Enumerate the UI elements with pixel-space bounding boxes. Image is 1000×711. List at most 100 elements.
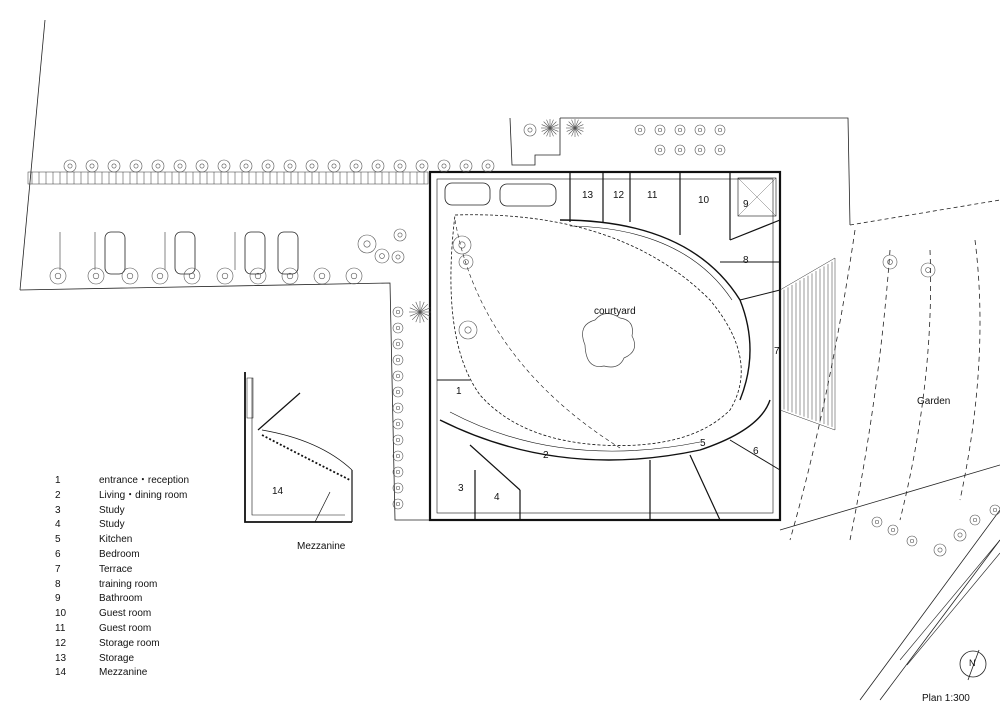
tree-trunk [395, 485, 401, 491]
tree-trunk [397, 163, 403, 169]
parked-cars [104, 182, 557, 275]
tree-trunk [937, 547, 943, 553]
legend-name: Bedroom [99, 548, 140, 560]
tree-symbol [714, 144, 726, 156]
tree-trunk [177, 163, 183, 169]
tree-symbol [566, 119, 584, 137]
tree-trunk [379, 253, 385, 259]
tree-symbol [173, 159, 187, 173]
tree-symbol [392, 418, 404, 430]
tree-symbol [654, 144, 666, 156]
tree-trunk [395, 421, 401, 427]
site-boundary-west [19, 19, 46, 291]
legend-number: 13 [55, 652, 67, 664]
tree-symbol [151, 267, 169, 285]
legend-name: training room [99, 578, 158, 590]
tree-symbol [714, 124, 726, 136]
legend-number: 5 [55, 534, 61, 546]
legend-name: Storage room [99, 637, 160, 649]
tree-trunk [463, 259, 469, 265]
tree-symbol [392, 338, 404, 350]
tree-symbol [882, 254, 898, 270]
courtyard-label: courtyard [594, 306, 636, 317]
tree-symbol [85, 159, 99, 173]
tree-trunk [309, 163, 315, 169]
tree-trunk [464, 326, 472, 334]
tree-symbol [481, 159, 495, 173]
tree-symbol [392, 482, 404, 494]
garden-label: Garden [917, 396, 951, 407]
tree-trunk [126, 272, 134, 280]
tree-trunk [111, 163, 117, 169]
parking-stall-lines [59, 232, 236, 270]
tree-symbol [374, 248, 390, 264]
tree-symbol [313, 267, 331, 285]
tree-symbol [392, 354, 404, 366]
room-number-9: 9 [743, 199, 749, 210]
tree-trunk [155, 163, 161, 169]
legend-number: 2 [55, 489, 61, 501]
tree-symbol [437, 159, 451, 173]
tree-symbol [261, 159, 275, 173]
tree-trunk [992, 507, 998, 513]
legend-number: 8 [55, 578, 61, 590]
tree-trunk [243, 163, 249, 169]
room-number-3: 3 [458, 483, 464, 494]
legend-row: 13 Storage [55, 652, 189, 667]
tree-symbol [129, 159, 143, 173]
tree-symbol [107, 159, 121, 173]
legend-name: Storage [99, 652, 135, 664]
bathroom-tiles [737, 177, 777, 217]
tree-trunk [395, 341, 401, 347]
tree-trunk [717, 127, 723, 133]
legend-name: Mezzanine [99, 667, 148, 679]
terrace-deck [779, 257, 836, 431]
tree-symbol [249, 267, 267, 285]
tree-symbol [953, 528, 967, 542]
tree-symbol [458, 254, 474, 270]
tree-trunk [395, 469, 401, 475]
tree-trunk [697, 147, 703, 153]
tree-symbol [183, 267, 201, 285]
tree-trunk [887, 259, 893, 265]
tree-trunk [199, 163, 205, 169]
tree-symbol [393, 228, 407, 242]
tree-trunk [909, 538, 915, 544]
legend-name: Terrace [99, 563, 133, 575]
mezzanine-plan [244, 372, 353, 523]
tree-trunk [156, 272, 164, 280]
tree-symbol [459, 159, 473, 173]
legend-number: 9 [55, 593, 61, 605]
room-number-13: 13 [582, 190, 594, 201]
tree-trunk [637, 127, 643, 133]
site-boundary-north [509, 117, 561, 166]
tree-symbol [195, 159, 209, 173]
tree-trunk [67, 163, 73, 169]
tree-symbol [283, 159, 297, 173]
room-number-6: 6 [753, 446, 759, 457]
tree-trunk [395, 357, 401, 363]
north-label: N [969, 658, 976, 668]
tree-symbol [392, 402, 404, 414]
tree-trunk [350, 272, 358, 280]
tree-trunk [54, 272, 62, 280]
tree-trunk [318, 272, 326, 280]
tree-symbol [151, 159, 165, 173]
tree-symbol [523, 123, 537, 137]
tree-trunk [221, 272, 229, 280]
tree-symbol [969, 514, 981, 526]
legend-number: 1 [55, 475, 61, 486]
tree-symbol [371, 159, 385, 173]
legend-number: 14 [55, 667, 67, 679]
tree-trunk [133, 163, 139, 169]
tree-symbol [920, 262, 936, 278]
legend-number: 4 [55, 519, 61, 531]
tree-trunk [717, 147, 723, 153]
